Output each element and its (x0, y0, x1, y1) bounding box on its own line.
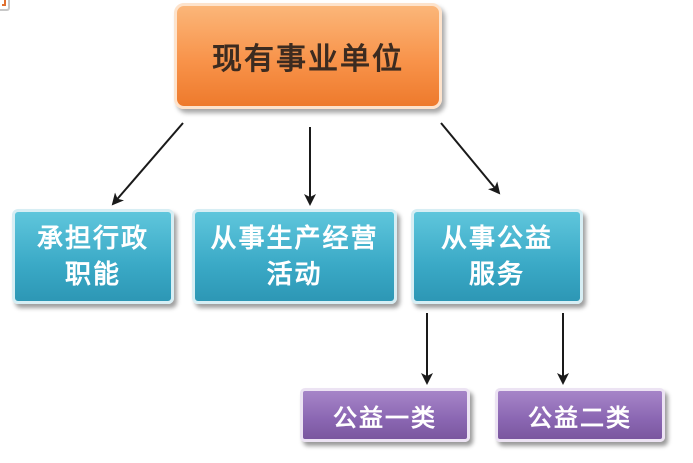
corner-marker-icon (0, 0, 10, 11)
arrow-root-to-public (440, 122, 501, 195)
node-label: 从事公益 服务 (440, 223, 553, 290)
node-administrative-functions: 承担行政 职能 (12, 209, 174, 304)
node-public-welfare-class-2: 公益二类 (495, 388, 665, 442)
node-label: 现有事业单位 (212, 42, 404, 77)
node-label: 从事生产经营 活动 (210, 223, 379, 290)
node-label: 公益二类 (528, 402, 632, 432)
node-business-operations: 从事生产经营 活动 (192, 209, 397, 304)
node-label: 公益一类 (333, 402, 437, 432)
node-public-welfare-class-1: 公益一类 (300, 388, 470, 442)
node-label: 承担行政 职能 (36, 223, 149, 290)
node-existing-public-institutions: 现有事业单位 (174, 3, 442, 109)
node-public-service: 从事公益 服务 (411, 209, 583, 304)
arrow-root-to-admin (111, 122, 184, 206)
